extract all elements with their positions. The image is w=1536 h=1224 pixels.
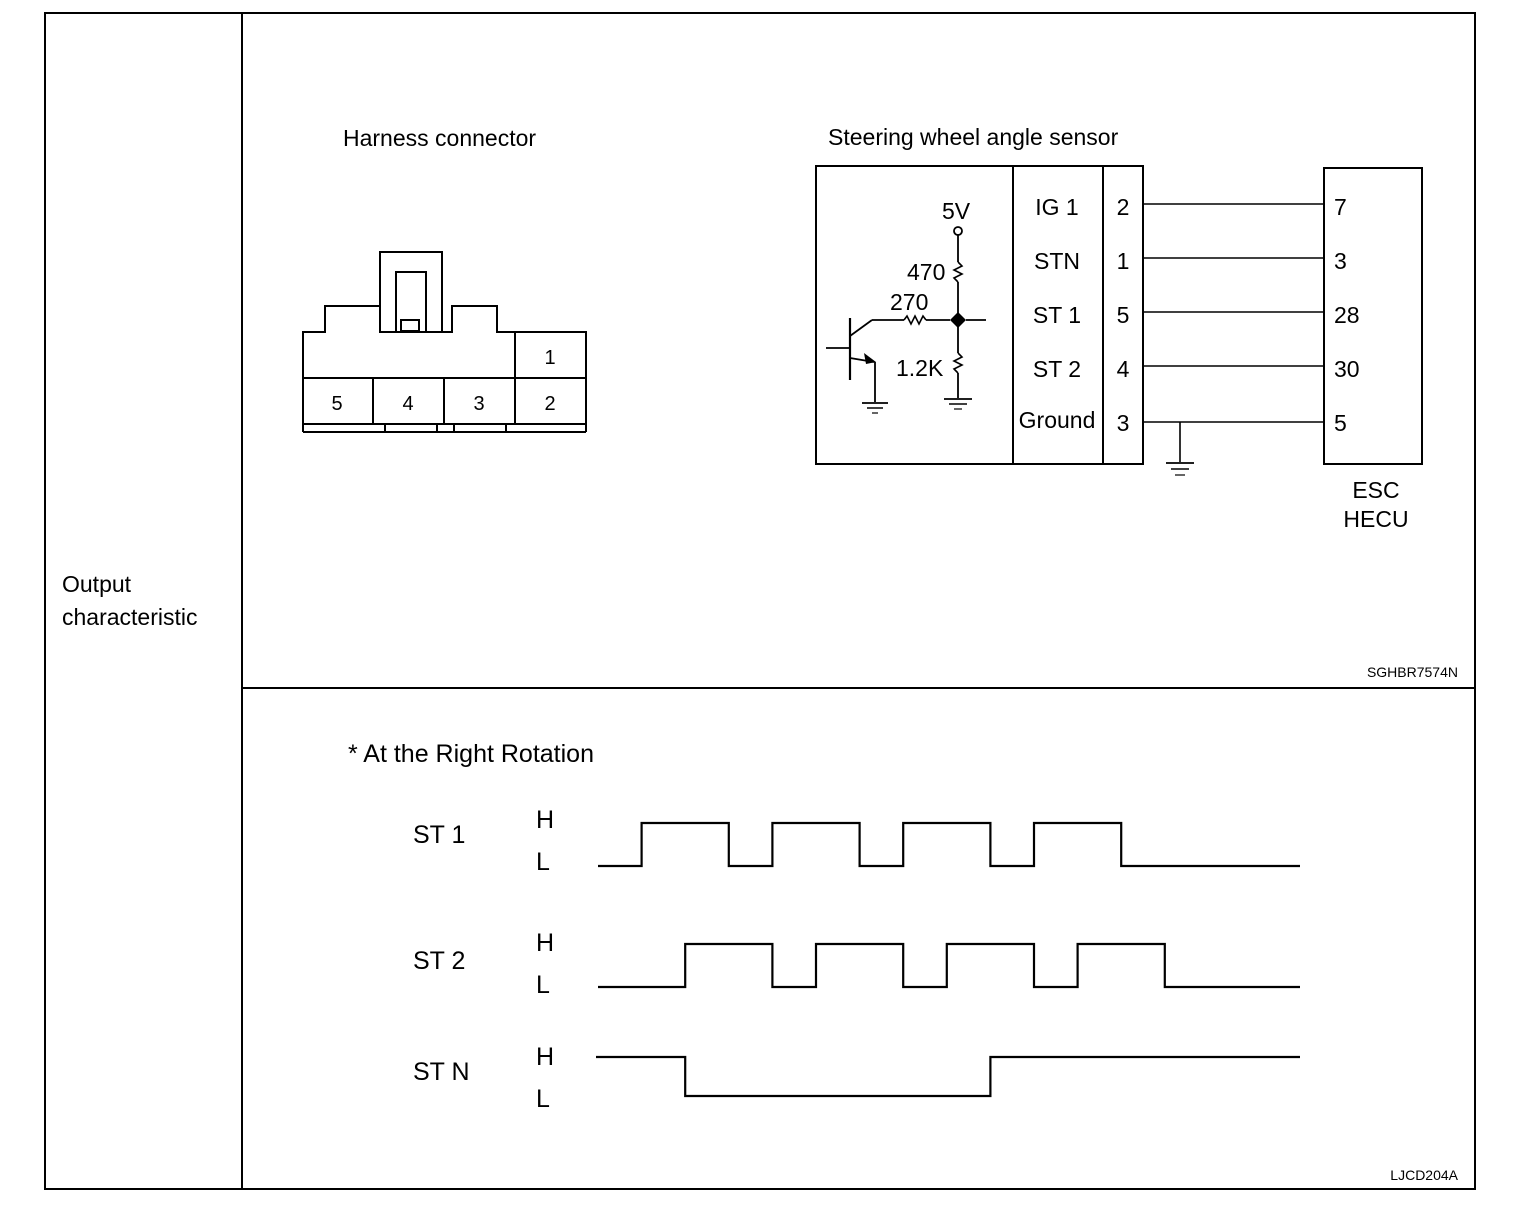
pin-label-1: 1 [544,347,555,369]
waveform-st2: ST 2 H L [413,929,1300,999]
ecu-pin-st2: 30 [1334,356,1360,382]
sensor-pin-st1: 5 [1117,302,1130,328]
pin-label-3: 3 [473,393,484,415]
junction-node [950,312,966,328]
signal-name-st1: ST 1 [1033,302,1081,328]
sensor-pin-stn: 1 [1117,248,1130,274]
waveform-st2-high: H [536,929,554,957]
row-label-line2: characteristic [62,604,197,630]
waveform-st1-high: H [536,806,554,834]
signal-name-ig1: IG 1 [1035,194,1078,220]
waveform-st2-trace [598,942,1300,989]
waveform-stn-label: ST N [413,1058,470,1086]
resistor-270-label: 270 [890,289,928,315]
connector-body-outline [302,305,587,432]
harness-connector-title: Harness connector [343,125,536,151]
ecu-label-line1: ESC [1352,477,1399,503]
sensor-connector-strip [1102,165,1144,465]
ecu-pin-stn: 3 [1334,248,1347,274]
ecu-pin-st1: 28 [1334,302,1360,328]
sensor-title: Steering wheel angle sensor [828,124,1119,150]
pin-label-4: 4 [402,393,413,415]
sensor-pin-st2: 4 [1117,356,1130,382]
waveform-stn-high: H [536,1043,554,1071]
waveform-st2-low: L [536,971,550,999]
figure-code-top: SGHBR7574N [1367,664,1458,680]
signal-name-st2: ST 2 [1033,356,1081,382]
waveform-stn: ST N H L [413,1043,1300,1113]
pin-label-2: 2 [544,393,555,415]
pin-label-5: 5 [331,393,342,415]
waveform-stn-trace [596,1055,1300,1098]
ecu-pin-ig1: 7 [1334,194,1347,220]
waveform-st1: ST 1 H L [413,806,1300,876]
resistor-270 [903,314,927,326]
waveform-st2-label: ST 2 [413,947,465,975]
waveform-st1-label: ST 1 [413,821,465,849]
waveform-st1-low: L [536,848,550,876]
figure-code-bottom: LJCD204A [1390,1167,1458,1183]
sensor-pin-ground: 3 [1117,410,1130,436]
resistor-1-2k [952,352,964,374]
sensor-pin-ig1: 2 [1117,194,1130,220]
row-label-line1: Output [62,571,132,597]
resistor-470-label: 470 [907,259,945,285]
transistor-emitter-arrow [864,353,876,364]
signal-name-ground: Ground [1019,407,1096,433]
waveform-st1-trace [598,821,1300,868]
supply-voltage-label: 5V [942,198,971,224]
signal-name-stn: STN [1034,248,1080,274]
table-frame [44,12,1476,1190]
waveform-title: * At the Right Rotation [348,740,594,768]
waveform-stn-low: L [536,1085,550,1113]
resistor-470 [952,261,964,283]
supply-terminal [953,226,963,236]
ecu-box [1323,167,1423,465]
ecu-label-line2: HECU [1343,506,1408,532]
resistor-1-2k-label: 1.2K [896,355,944,381]
harness-connector: Harness connector 1 5 4 3 2 [302,125,587,433]
sensor-circuit: Steering wheel angle sensor 5V 470 270 1… [815,124,1423,532]
connector-lock-latch [400,319,420,332]
ecu-pin-ground: 5 [1334,410,1347,436]
